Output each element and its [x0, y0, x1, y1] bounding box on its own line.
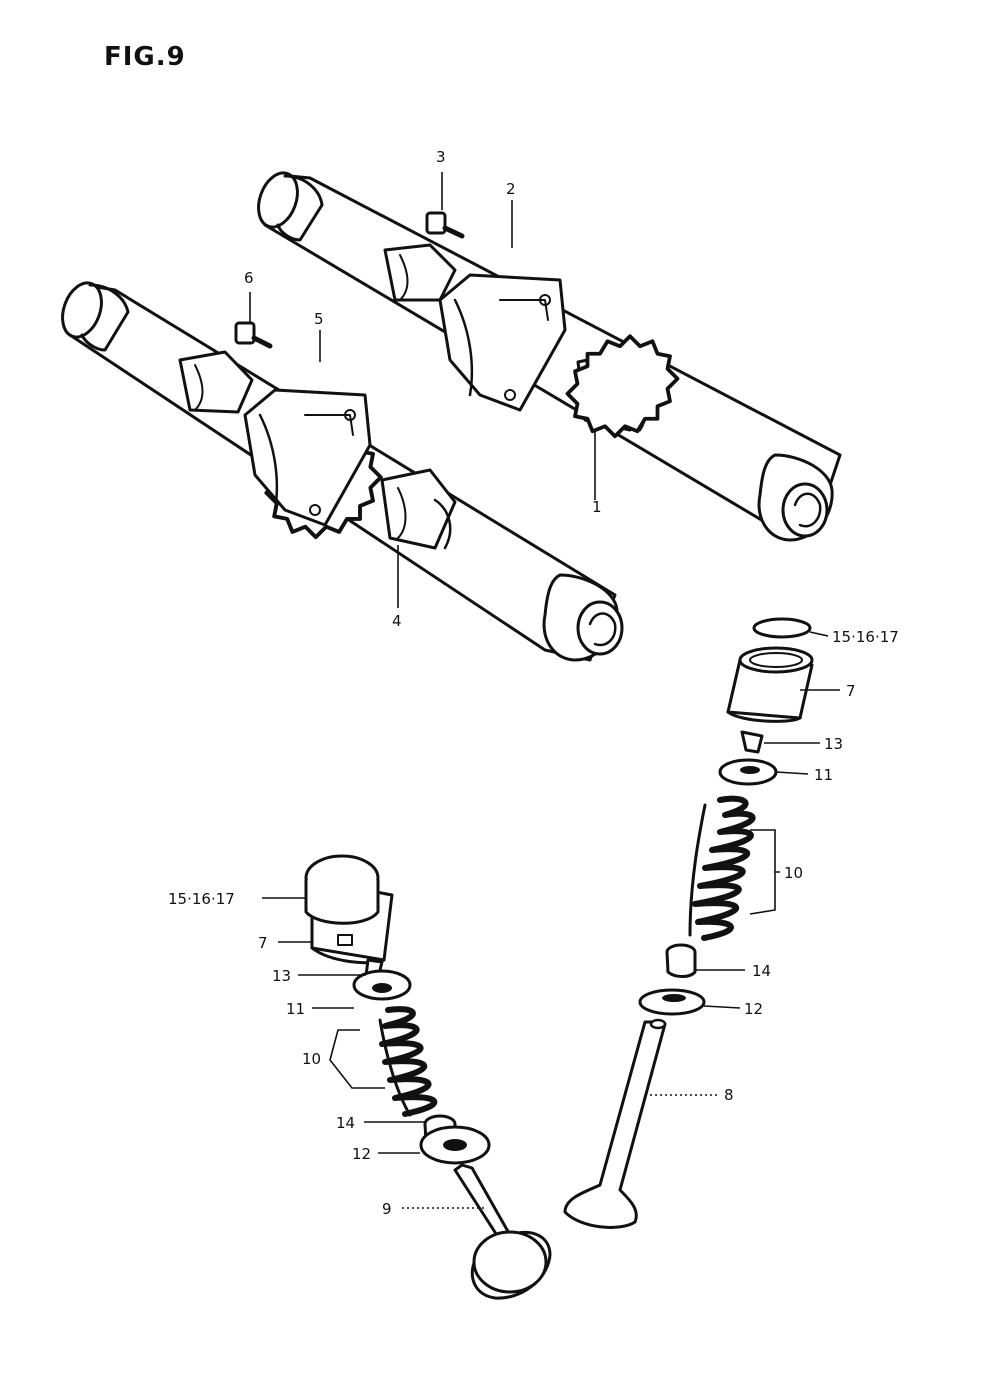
spring-seat-right	[665, 943, 697, 978]
callout-8: 8	[724, 1086, 734, 1104]
callout-11-right: 11	[814, 766, 833, 784]
stem-seal-right	[638, 988, 706, 1016]
callout-15-16-17-left: 15·16·17	[168, 890, 235, 908]
leader-lines	[249, 172, 840, 1209]
valve-spring-right	[688, 795, 756, 941]
callout-4: 4	[392, 612, 402, 630]
figure-title: FIG.9	[104, 42, 186, 72]
callout-1: 1	[592, 498, 602, 516]
valve-assembly-left	[304, 854, 552, 1300]
intake-valve	[453, 1163, 552, 1300]
callout-7-right: 7	[846, 682, 856, 700]
retainer-right	[718, 758, 778, 786]
exhaust-valve	[563, 1018, 667, 1229]
cam-sprocket-lower	[243, 388, 383, 540]
callout-13-right: 13	[824, 735, 843, 753]
callout-14-right: 14	[752, 962, 771, 980]
valve-spring-left	[378, 1006, 438, 1117]
tappet-left	[304, 854, 394, 965]
callout-15-16-17-right: 15·16·17	[832, 628, 899, 646]
callout-10-left: 10	[302, 1050, 321, 1068]
shim-right	[752, 617, 812, 639]
retainer-left	[352, 969, 412, 1001]
callout-6: 6	[244, 269, 254, 287]
callout-5: 5	[314, 310, 324, 328]
tappet-right	[726, 646, 814, 723]
callout-12-right: 12	[744, 1000, 763, 1018]
callout-11-left: 11	[286, 1000, 305, 1018]
callout-2: 2	[506, 180, 516, 198]
callout-10-right: 10	[784, 864, 803, 882]
sprocket-bolt-upper	[425, 211, 465, 239]
cotter-right	[740, 730, 764, 754]
callout-13-left: 13	[272, 967, 291, 985]
callout-14-left: 14	[336, 1114, 355, 1132]
camshaft-lower	[61, 281, 624, 662]
camshaft-upper	[257, 171, 842, 542]
callout-9: 9	[382, 1200, 392, 1218]
callout-labels: 1 2 3 4 5 6 7 7 8 9 10 10 11 11 12 12 13…	[168, 148, 899, 1218]
sprocket-bolt-lower	[234, 321, 273, 349]
cam-sprocket-upper	[438, 273, 680, 439]
callout-12-left: 12	[352, 1145, 371, 1163]
callout-7-left: 7	[258, 934, 268, 952]
valve-assembly-right	[563, 617, 814, 1229]
callout-3: 3	[436, 148, 446, 166]
